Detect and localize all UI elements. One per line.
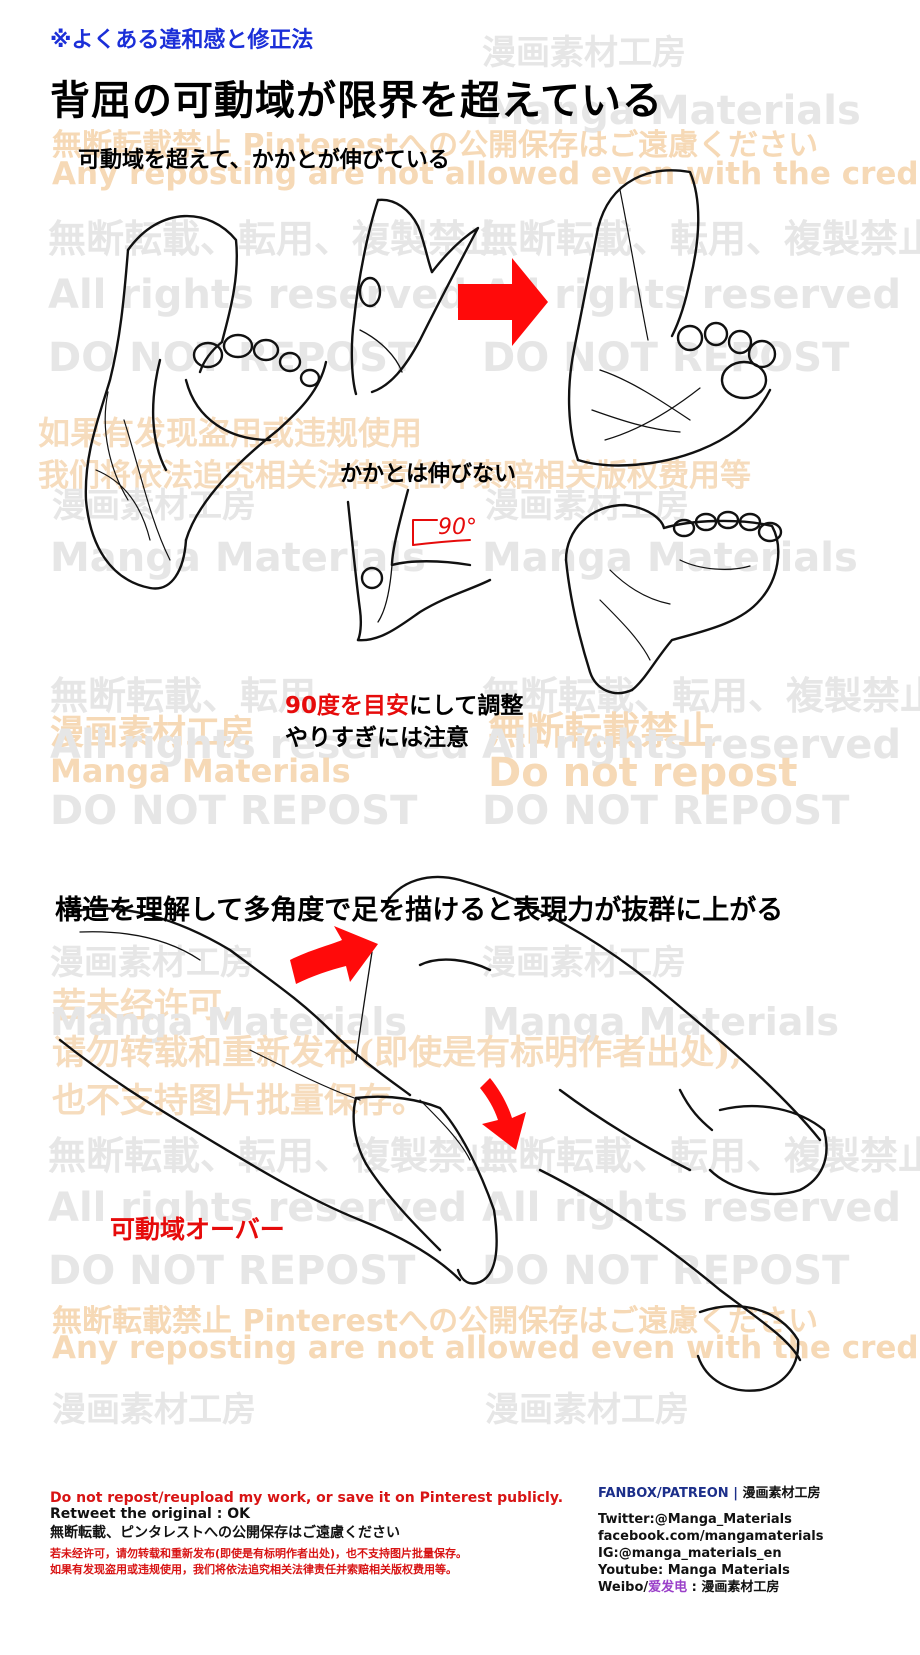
tip-line-2: やりすぎには注意 xyxy=(285,725,469,751)
watermark-no-repost-partial: 無断転載、転用 xyxy=(50,674,317,718)
watermark-cn-b2: 请勿转载和重新发布(即使是有标明作者出处), xyxy=(52,1033,743,1073)
watermark-manga-materials: Manga Materials xyxy=(482,535,858,581)
watermark-cn-b3: 也不支持图片批量保存。 xyxy=(52,1081,426,1121)
watermark-manga-materials: Manga Materials xyxy=(50,1000,408,1044)
watermark-any-reposting: Any reposting are not allowed even with … xyxy=(52,1330,920,1366)
tip-line-1: 90度を目安にして調整 xyxy=(285,690,523,722)
watermark-do-not-repost: DO NOT REPOST xyxy=(48,335,416,381)
page-title: 背屈の可動域が限界を超えている xyxy=(50,78,663,124)
watermark-do-not-repost: DO NOT REPOST xyxy=(48,1248,416,1294)
arrow-curve-up-icon xyxy=(290,926,378,984)
watermark-studio: 漫画素材工房 xyxy=(485,486,689,526)
watermark-no-repost-short: 無断転載禁止 xyxy=(488,709,717,753)
watermark-all-rights: All rights reserved xyxy=(48,272,468,318)
watermark-all-rights: All rights reserved xyxy=(482,1185,902,1231)
watermark-all-rights: All rights reserved xyxy=(482,722,902,768)
facebook-link[interactable]: facebook.com/mangamaterials xyxy=(598,1529,824,1544)
watermark-cn-b1: 若未经许可, xyxy=(52,986,234,1026)
watermark-no-repost: 無断転載、転用、複製禁止 xyxy=(480,217,920,261)
notice-cn-2: 如果有发现盗用或违规使用，我们将依法追究相关法律责任并索赔相关版权费用等。 xyxy=(50,1563,457,1576)
twitter-link[interactable]: Twitter:@Manga_Materials xyxy=(598,1512,792,1527)
arrow-down-icon xyxy=(480,1078,526,1150)
watermark-pinterest: 無断転載禁止 Pinterestへの公開保存はご遠慮ください xyxy=(52,128,819,163)
watermark-studio: 漫画素材工房 xyxy=(52,1390,256,1430)
watermark-studio: 漫画素材工房 xyxy=(50,943,254,983)
watermark-no-repost: 無断転載、転用、複製禁止 xyxy=(482,674,920,718)
watermark-all-rights: All rights reserved xyxy=(482,272,902,318)
heel-sketch-overextended xyxy=(350,198,480,396)
youtube-link[interactable]: Youtube: Manga Materials xyxy=(598,1563,790,1578)
watermark-any-reposting: Any reposting are not allowed even with … xyxy=(52,156,920,192)
watermark-no-repost: 無断転載、転用、複製禁止 xyxy=(48,1134,505,1178)
watermark-no-repost: 無断転載、転用、複製禁止 xyxy=(480,1134,920,1178)
tip-highlight: 90度を目安 xyxy=(285,693,410,719)
section-title: 構造を理解して多角度で足を描けると表現力が抜群に上がる xyxy=(55,895,784,926)
watermark-do-not-repost: DO NOT REPOST xyxy=(50,788,418,834)
watermark-studio: 漫画素材工房 xyxy=(482,943,686,983)
watermark-all-rights: All rights reserved xyxy=(48,1185,468,1231)
fanbox-line: FANBOX/PATREON | 漫画素材工房 xyxy=(598,1482,823,1501)
weibo-link[interactable]: Weibo/爱发电 : 漫画素材工房 xyxy=(598,1579,823,1596)
footer-links: FANBOX/PATREON | 漫画素材工房 Twitter:@Manga_M… xyxy=(598,1482,823,1596)
angle-label: 90° xyxy=(438,515,477,540)
caption-heel: かかとは伸びない xyxy=(340,462,517,487)
angle-90-annotation xyxy=(412,519,471,546)
foot-sketch-sole-lower xyxy=(564,503,783,695)
weibo-purple: 爱发电 xyxy=(648,1580,688,1595)
caption-overextend: 可動域を超えて、かかとが伸びている xyxy=(78,148,450,173)
weibo-prefix: Weibo/ xyxy=(598,1580,649,1595)
tip-text: 90度を目安にして調整 やりすぎには注意 xyxy=(285,690,523,754)
foot-sketch-overextended xyxy=(84,214,328,590)
foot-sketch-sole-upper xyxy=(567,169,777,467)
overlimit-label: 可動域オーバー xyxy=(110,1215,285,1244)
watermark-all-rights: All rights reserved xyxy=(50,722,470,768)
watermark-manga-materials: Manga Materials xyxy=(485,88,861,134)
heel-sketch-correct xyxy=(346,488,492,642)
notice-red: Do not repost/reupload my work, or save … xyxy=(50,1490,564,1506)
watermark-manga-materials: Manga Materials xyxy=(482,1000,840,1044)
watermark-manga-materials-orange: Manga Materials xyxy=(50,752,351,790)
fanbox-separator: | xyxy=(728,1486,743,1501)
fanbox-studio: 漫画素材工房 xyxy=(742,1486,821,1501)
header-tag: ※よくある違和感と修正法 xyxy=(50,28,314,53)
notice-jp: 無断転載、ピンタレストへの公開保存はご遠慮ください xyxy=(50,1525,400,1541)
tip-rest: にして調整 xyxy=(409,693,524,719)
fanbox-link[interactable]: FANBOX/PATREON xyxy=(598,1486,729,1501)
watermark-do-not-repost: DO NOT REPOST xyxy=(482,335,850,381)
footer-notices: Do not repost/reupload my work, or save … xyxy=(50,1490,563,1577)
weibo-suffix: : 漫画素材工房 xyxy=(687,1580,780,1595)
notice-cn-1: 若未经许可，请勿转载和重新发布(即使是有标明作者出处)，也不支持图片批量保存。 xyxy=(50,1547,468,1560)
watermark-studio: 漫画素材工房 xyxy=(485,1390,689,1430)
arrow-right-icon xyxy=(458,258,548,346)
watermark-do-not-repost: DO NOT REPOST xyxy=(482,788,850,834)
watermark-pinterest: 無断転載禁止 Pinterestへの公開保存はご遠慮ください xyxy=(52,1304,819,1339)
watermark-studio: 漫画素材工房 xyxy=(482,33,686,73)
watermark-studio-orange: 漫画素材工房 xyxy=(50,713,254,753)
footer: Do not repost/reupload my work, or save … xyxy=(0,1486,920,1655)
watermark-do-not-repost-orange: Do not repost xyxy=(488,750,798,796)
notice-retweet: Retweet the original : OK xyxy=(50,1506,250,1522)
instagram-link[interactable]: IG:@manga_materials_en xyxy=(598,1546,782,1561)
leg-sketch-overextended xyxy=(58,875,828,1392)
watermark-no-repost: 無断転載、転用、複製禁止 xyxy=(48,217,505,261)
watermark-do-not-repost: DO NOT REPOST xyxy=(482,1248,850,1294)
